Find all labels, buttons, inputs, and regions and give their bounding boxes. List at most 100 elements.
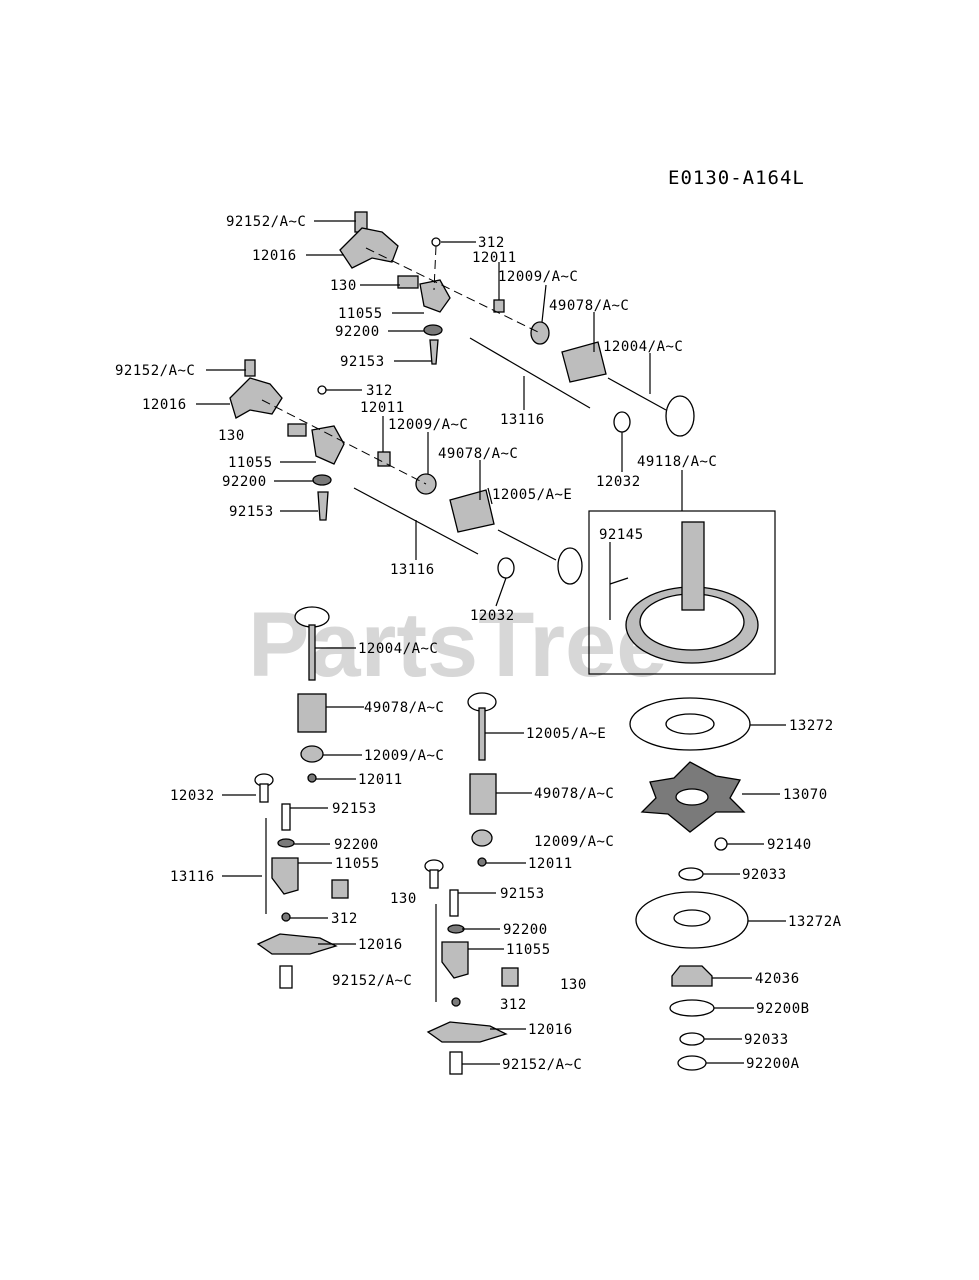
nut-312 bbox=[451, 997, 461, 1007]
label-49118[interactable]: 49118/A~C bbox=[637, 454, 717, 470]
label-11055[interactable]: 11055 bbox=[335, 856, 380, 872]
lifter-body-12032 bbox=[259, 783, 269, 803]
stud-92153 bbox=[317, 491, 329, 521]
pivot-pin-92152 bbox=[279, 965, 293, 989]
part-labels: 92152/A~C 12016 312 12011 12009/A~C 130 … bbox=[115, 214, 842, 1073]
label-12009[interactable]: 12009/A~C bbox=[364, 748, 444, 764]
label-312[interactable]: 312 bbox=[366, 383, 393, 399]
label-12009[interactable]: 12009/A~C bbox=[388, 417, 468, 433]
label-312[interactable]: 312 bbox=[500, 997, 527, 1013]
rocker-arm-12016 bbox=[229, 377, 283, 419]
lower-middle-column bbox=[424, 692, 519, 1075]
label-12004[interactable]: 12004/A~C bbox=[358, 641, 438, 657]
label-12004[interactable]: 12004/A~C bbox=[603, 339, 683, 355]
disc-hole-13272 bbox=[665, 713, 715, 735]
label-92152[interactable]: 92152/A~C bbox=[332, 973, 412, 989]
cap-12011 bbox=[493, 299, 505, 313]
label-12016[interactable]: 12016 bbox=[252, 248, 297, 264]
bolt-130 bbox=[287, 423, 307, 437]
label-92140[interactable]: 92140 bbox=[767, 837, 812, 853]
label-92200a[interactable]: 92200A bbox=[746, 1056, 800, 1072]
diagram-code: E0130-A164L bbox=[668, 167, 805, 189]
label-92152[interactable]: 92152/A~C bbox=[502, 1057, 582, 1073]
label-92153[interactable]: 92153 bbox=[332, 801, 377, 817]
nut-312 bbox=[317, 385, 327, 395]
washer-92033 bbox=[678, 867, 704, 881]
label-11055[interactable]: 11055 bbox=[338, 306, 383, 322]
label-12011[interactable]: 12011 bbox=[528, 856, 573, 872]
label-130[interactable]: 130 bbox=[330, 278, 357, 294]
label-12009[interactable]: 12009/A~C bbox=[498, 269, 578, 285]
stud-92153 bbox=[429, 339, 439, 365]
label-12032[interactable]: 12032 bbox=[170, 788, 215, 804]
bolt-312 bbox=[501, 967, 519, 987]
label-13116[interactable]: 13116 bbox=[390, 562, 435, 578]
valve-stem-12005 bbox=[497, 529, 557, 561]
valve-stem-12005 bbox=[478, 707, 486, 761]
guide-plate-11055 bbox=[271, 857, 299, 895]
label-12011[interactable]: 12011 bbox=[472, 250, 517, 266]
label-49078[interactable]: 49078/A~C bbox=[364, 700, 444, 716]
label-12005[interactable]: 12005/A~E bbox=[526, 726, 606, 742]
label-92153[interactable]: 92153 bbox=[229, 504, 274, 520]
nut-312 bbox=[431, 237, 441, 247]
label-42036[interactable]: 42036 bbox=[755, 971, 800, 987]
label-49078[interactable]: 49078/A~C bbox=[438, 446, 518, 462]
rocker-arm-12016 bbox=[339, 227, 399, 269]
retainer-12009 bbox=[300, 745, 324, 763]
label-92200b[interactable]: 92200B bbox=[756, 1001, 810, 1017]
spring-49078 bbox=[449, 489, 495, 533]
pivot-pin-92152 bbox=[244, 359, 256, 377]
washer-92200 bbox=[447, 924, 465, 934]
label-130[interactable]: 130 bbox=[560, 977, 587, 993]
label-312[interactable]: 312 bbox=[331, 911, 358, 927]
label-13116[interactable]: 13116 bbox=[170, 869, 215, 885]
label-92145[interactable]: 92145 bbox=[599, 527, 644, 543]
label-12016[interactable]: 12016 bbox=[528, 1022, 573, 1038]
cap-12011 bbox=[477, 857, 487, 867]
label-130[interactable]: 130 bbox=[218, 428, 245, 444]
valve-head-12005 bbox=[557, 547, 583, 585]
label-11055[interactable]: 11055 bbox=[228, 455, 273, 471]
guide-plate-11055 bbox=[311, 425, 345, 465]
label-92033[interactable]: 92033 bbox=[744, 1032, 789, 1048]
label-12032[interactable]: 12032 bbox=[470, 608, 515, 624]
label-92153[interactable]: 92153 bbox=[340, 354, 385, 370]
label-12009[interactable]: 12009/A~C bbox=[534, 834, 614, 850]
label-92033[interactable]: 92033 bbox=[742, 867, 787, 883]
label-12032[interactable]: 12032 bbox=[596, 474, 641, 490]
label-49078[interactable]: 49078/A~C bbox=[549, 298, 629, 314]
label-92200[interactable]: 92200 bbox=[222, 474, 267, 490]
valve-stem-12004 bbox=[308, 624, 316, 681]
spring-49078 bbox=[297, 693, 327, 733]
label-13070[interactable]: 13070 bbox=[783, 787, 828, 803]
label-92200[interactable]: 92200 bbox=[335, 324, 380, 340]
washer-92200b bbox=[669, 999, 715, 1017]
nut-312 bbox=[281, 912, 291, 922]
label-12016[interactable]: 12016 bbox=[358, 937, 403, 953]
label-12011[interactable]: 12011 bbox=[358, 772, 403, 788]
label-92200[interactable]: 92200 bbox=[334, 837, 379, 853]
label-312[interactable]: 312 bbox=[478, 235, 505, 251]
label-13272a[interactable]: 13272A bbox=[788, 914, 842, 930]
label-92200[interactable]: 92200 bbox=[503, 922, 548, 938]
label-12005[interactable]: 12005/A~E bbox=[492, 487, 572, 503]
label-92152[interactable]: 92152/A~C bbox=[115, 363, 195, 379]
push-rod-13116 bbox=[469, 337, 591, 409]
label-49078[interactable]: 49078/A~C bbox=[534, 786, 614, 802]
label-12016[interactable]: 12016 bbox=[142, 397, 187, 413]
label-92152[interactable]: 92152/A~C bbox=[226, 214, 306, 230]
label-12011[interactable]: 12011 bbox=[360, 400, 405, 416]
stud-92153 bbox=[281, 803, 291, 831]
upper-rocker-assembly bbox=[339, 211, 695, 437]
label-13116[interactable]: 13116 bbox=[500, 412, 545, 428]
washer-92200 bbox=[312, 474, 332, 486]
middle-rocker-assembly bbox=[229, 359, 583, 585]
cup-hole-13272a bbox=[673, 909, 711, 927]
retainer-12009 bbox=[471, 829, 493, 847]
label-13272[interactable]: 13272 bbox=[789, 718, 834, 734]
label-92153[interactable]: 92153 bbox=[500, 886, 545, 902]
pin-92145 bbox=[609, 577, 629, 585]
label-11055[interactable]: 11055 bbox=[506, 942, 551, 958]
label-130[interactable]: 130 bbox=[390, 891, 417, 907]
